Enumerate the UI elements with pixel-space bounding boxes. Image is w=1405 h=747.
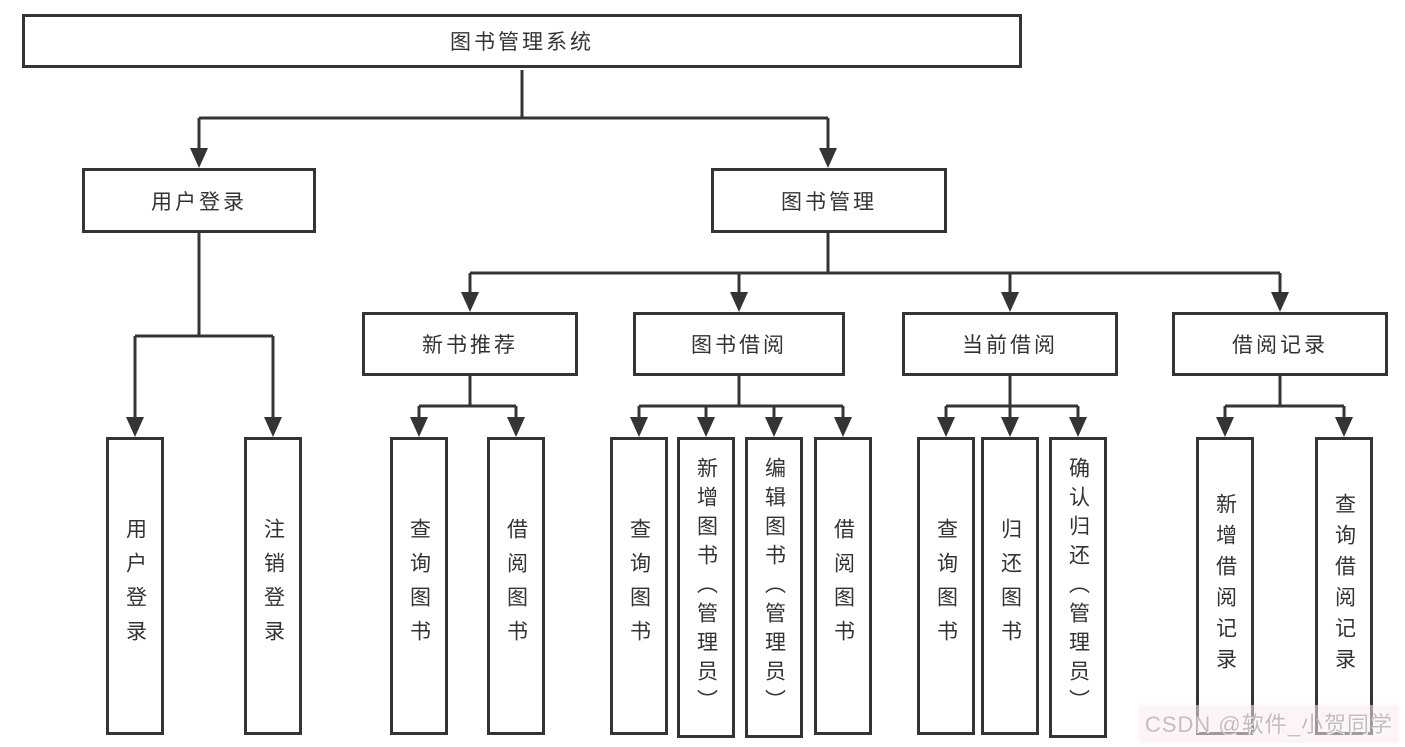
leaf-query-books-borrowing-label: 查询图书 xyxy=(627,518,651,654)
leaf-add-borrow-record: 新增借阅记录 xyxy=(1196,437,1254,735)
leaf-add-borrow-record-label: 新增借阅记录 xyxy=(1213,493,1237,679)
leaf-add-book-admin-label: 新增图书（管理员） xyxy=(694,457,718,718)
leaf-user-login: 用户登录 xyxy=(106,437,164,735)
watermark: CSDN @软件_小贺同学 xyxy=(1138,705,1399,743)
leaf-query-books-recommend-label: 查询图书 xyxy=(407,518,431,654)
leaf-borrow-books-recommend: 借阅图书 xyxy=(487,437,545,735)
leaf-query-books-current: 查询图书 xyxy=(917,437,975,735)
leaf-add-book-admin: 新增图书（管理员） xyxy=(677,437,735,738)
leaf-query-books-borrowing: 查询图书 xyxy=(610,437,668,735)
node-book-borrowing: 图书借阅 xyxy=(633,312,845,376)
leaf-query-books-recommend: 查询图书 xyxy=(390,437,448,735)
node-new-book-recommend: 新书推荐 xyxy=(362,312,578,376)
leaf-borrow-books-borrowing-label: 借阅图书 xyxy=(831,518,855,654)
leaf-borrow-books-borrowing: 借阅图书 xyxy=(814,437,872,735)
leaf-edit-book-admin-label: 编辑图书（管理员） xyxy=(762,457,786,718)
leaf-borrow-books-recommend-label: 借阅图书 xyxy=(504,518,528,654)
node-borrow-records: 借阅记录 xyxy=(1172,312,1388,376)
leaf-return-books-label: 归还图书 xyxy=(998,518,1022,654)
leaf-return-books: 归还图书 xyxy=(981,437,1039,735)
node-book-management: 图书管理 xyxy=(711,168,947,233)
leaf-confirm-return-admin: 确认归还（管理员） xyxy=(1049,437,1107,738)
node-user-login: 用户登录 xyxy=(82,168,316,233)
leaf-logout-label: 注销登录 xyxy=(261,518,285,654)
leaf-edit-book-admin: 编辑图书（管理员） xyxy=(745,437,803,738)
node-current-borrowing: 当前借阅 xyxy=(902,312,1118,376)
leaf-user-login-label: 用户登录 xyxy=(123,518,147,654)
leaf-confirm-return-admin-label: 确认归还（管理员） xyxy=(1066,457,1090,718)
node-library-management-system: 图书管理系统 xyxy=(22,14,1022,68)
leaf-query-borrow-record: 查询借阅记录 xyxy=(1315,437,1373,735)
leaf-query-borrow-record-label: 查询借阅记录 xyxy=(1332,493,1356,679)
leaf-logout: 注销登录 xyxy=(244,437,302,735)
leaf-query-books-current-label: 查询图书 xyxy=(934,518,958,654)
